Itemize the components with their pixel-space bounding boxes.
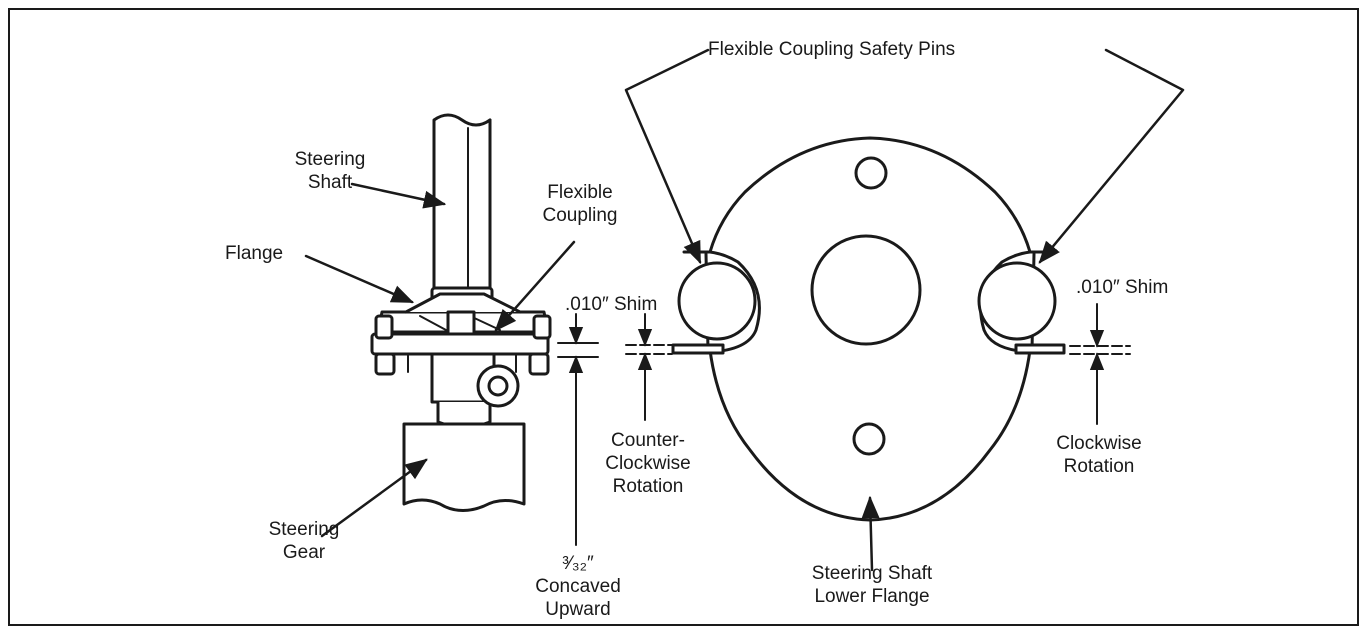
label-concave: ³⁄₃₂″ Concaved Upward (530, 552, 626, 621)
label-steering-gear: Steering Gear (262, 518, 346, 564)
label-concave-line2: Concaved (535, 576, 621, 597)
label-ccw-line1: Counter- (611, 430, 685, 451)
label-shim-left: .010″ Shim (565, 294, 658, 315)
shim-left (671, 343, 725, 355)
label-steering-shaft-line2: Shaft (307, 172, 353, 193)
label-shim-right: .010″ Shim (1076, 277, 1169, 298)
label-flexible-coupling: Flexible Coupling (532, 181, 628, 227)
label-steering-shaft-line1: Steering (294, 149, 366, 170)
dimension-shim-right (1069, 303, 1131, 425)
flange-center-bore (810, 234, 922, 346)
leader-safety-pin-left (624, 48, 710, 265)
leader-flexible-coupling (494, 240, 576, 332)
label-concave-line3: Upward (545, 599, 611, 620)
steering-gear-input (430, 352, 520, 429)
label-ccw-line2: Clockwise (605, 453, 691, 474)
label-cw-line1: Clockwise (1056, 433, 1142, 454)
flange-bolt-hole-bottom (852, 422, 886, 456)
label-flange: Flange (225, 243, 284, 264)
label-ccw-rotation: Counter- Clockwise Rotation (595, 429, 701, 498)
shim-right (1014, 343, 1066, 355)
label-cw-line2: Rotation (1063, 456, 1135, 477)
label-lower-flange: Steering Shaft Lower Flange (804, 562, 940, 608)
label-ccw-line3: Rotation (612, 476, 684, 497)
leader-arrows (304, 48, 1185, 572)
label-flexible-coupling-line2: Coupling (542, 205, 618, 226)
flexible-coupling-body (370, 292, 552, 376)
label-flexible-coupling-line1: Flexible (547, 182, 613, 203)
leader-flange (304, 254, 415, 304)
label-steering-gear-line2: Gear (282, 542, 326, 563)
steering-gear-housing (402, 422, 526, 512)
label-cw-rotation: Clockwise Rotation (1050, 432, 1148, 478)
label-steering-shaft: Steering Shaft (288, 148, 372, 194)
dimension-concave (557, 313, 599, 546)
leader-safety-pin-right (1038, 48, 1185, 264)
dimension-shim-left (625, 313, 673, 421)
leader-steering-gear (320, 458, 428, 538)
leader-steering-shaft (350, 182, 447, 209)
label-steering-gear-line1: Steering (268, 519, 340, 540)
label-lower-flange-line2: Lower Flange (814, 586, 930, 607)
safety-pin-left (677, 261, 757, 341)
label-lower-flange-line1: Steering Shaft (811, 563, 933, 584)
label-concave-fraction: ³⁄₃₂″ (562, 553, 594, 574)
flange-bolt-hole-top (854, 156, 888, 190)
label-safety-pins: Flexible Coupling Safety Pins (708, 39, 956, 60)
leader-lower-flange (861, 495, 880, 572)
safety-pin-right (977, 261, 1057, 341)
